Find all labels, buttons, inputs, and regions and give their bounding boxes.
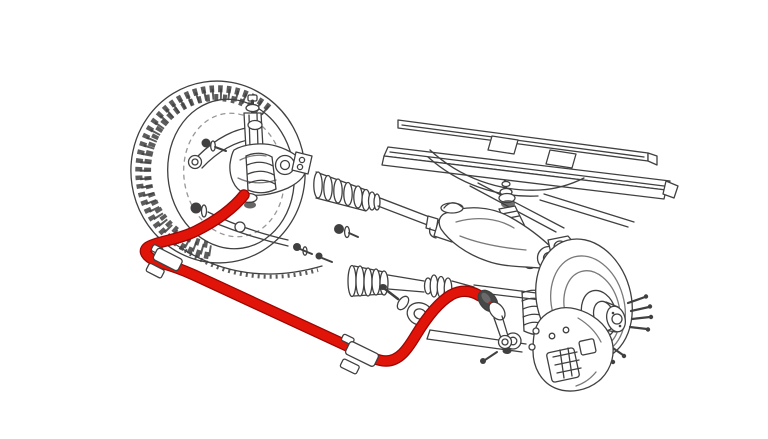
- lower-link-eye: [234, 221, 246, 233]
- diag-rod-2b: [539, 199, 629, 228]
- upper-arm-eye: [187, 154, 203, 170]
- float-bolt-head: [334, 224, 344, 234]
- rim-bead-arc-2: [178, 245, 319, 279]
- link-rod: [493, 317, 502, 339]
- tread-band-inner: [144, 94, 265, 249]
- arm-bolt-head: [201, 138, 211, 148]
- bleed-valve: [532, 327, 540, 335]
- upper-rail-end-cap: [647, 152, 658, 166]
- stabilizer-bar-highlight: [140, 190, 485, 366]
- bracket-strap: [344, 341, 380, 367]
- strut-upper-arm-knuckle: [187, 94, 333, 263]
- diag-rod-2a: [543, 193, 635, 223]
- strut-nut: [245, 103, 260, 113]
- main-rail-side-face: [381, 155, 667, 200]
- ball-stud-dome: [247, 119, 263, 131]
- tread-band-zigzag: [139, 88, 270, 257]
- bracket-strap: [152, 247, 183, 272]
- coil-spring: [245, 152, 277, 194]
- mount-tab-1: [487, 135, 519, 155]
- mount-tab-2: [545, 149, 577, 169]
- trailing-arm-and-bushing: [379, 284, 527, 364]
- swaybar-bracket-left: [145, 244, 183, 279]
- shock-nut: [501, 180, 511, 188]
- diag-rod-1b: [477, 182, 565, 229]
- curved-brace-2: [427, 156, 539, 197]
- bracket-foot: [145, 262, 165, 279]
- rim-bead-arc: [171, 241, 323, 275]
- bushing-bolt-head: [379, 284, 387, 290]
- link-nut: [502, 348, 512, 354]
- trailing-arm-bolt: [480, 358, 486, 364]
- frame-crossmember: [381, 119, 679, 233]
- bushing-washer: [396, 295, 410, 311]
- main-rail-end-cap: [662, 180, 679, 199]
- float-bolt-washer: [343, 225, 351, 239]
- dark-bolt-head: [190, 202, 202, 214]
- swaybar-end-link: [477, 289, 513, 354]
- lower-control-arm: [438, 202, 562, 271]
- knuckle-boss: [274, 154, 296, 176]
- link-bolt-2: [315, 252, 323, 260]
- bracket-foot: [339, 358, 360, 375]
- brake-assembly: [528, 235, 654, 392]
- link-lower-eye: [497, 334, 513, 350]
- curved-brace: [429, 149, 585, 191]
- axle-shaft: [387, 274, 425, 282]
- swaybar-bracket-middle: [339, 333, 380, 375]
